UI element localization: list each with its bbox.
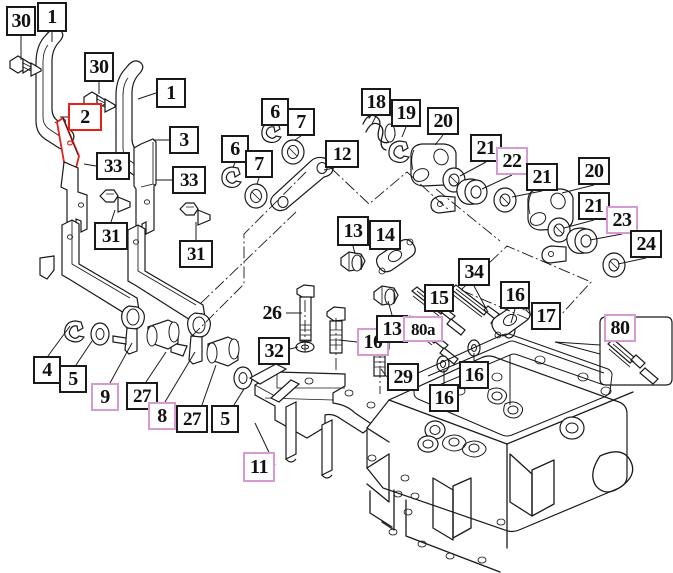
part-12-link-rod: [270, 156, 334, 212]
callout-part-16[interactable]: 16: [459, 361, 489, 389]
callout-part-80a[interactable]: 80a: [403, 316, 443, 342]
callout-part-16[interactable]: 16: [500, 281, 530, 309]
part-8-shift-fork-right: [127, 224, 211, 365]
callout-part-32[interactable]: 32: [258, 337, 290, 365]
part-2-lever-highlighted: [56, 117, 80, 169]
callout-part-23[interactable]: 23: [606, 206, 638, 234]
callout-part-18[interactable]: 18: [361, 88, 391, 116]
callout-part-31[interactable]: 31: [179, 240, 213, 268]
callout-part-7[interactable]: 7: [287, 108, 315, 136]
callout-part-33[interactable]: 33: [96, 152, 130, 180]
part-24-washer: [602, 252, 626, 278]
callout-part-13[interactable]: 13: [376, 315, 408, 343]
callout-part-30[interactable]: 30: [84, 52, 114, 82]
callout-part-7[interactable]: 7: [245, 150, 273, 178]
part-7-washer-a: [281, 139, 305, 165]
center-lines: [191, 167, 592, 394]
part-30-bolt-a: [9, 55, 42, 77]
callout-part-4[interactable]: 4: [33, 356, 61, 384]
callout-part-29[interactable]: 29: [387, 363, 419, 391]
callout-part-16[interactable]: 16: [429, 384, 459, 412]
callout-part-21[interactable]: 21: [578, 192, 610, 220]
callout-part-27[interactable]: 27: [176, 405, 208, 433]
callout-part-5[interactable]: 5: [59, 365, 87, 393]
callout-part-26[interactable]: 26: [262, 302, 283, 324]
part-26-long-bolt: [296, 284, 315, 342]
callout-part-13[interactable]: 13: [337, 216, 369, 246]
callout-part-5[interactable]: 5: [211, 405, 239, 433]
callout-part-8[interactable]: 8: [148, 402, 176, 430]
callout-part-21[interactable]: 21: [526, 163, 558, 191]
part-27-bushing-a: [146, 319, 180, 350]
callout-part-20[interactable]: 20: [427, 107, 459, 135]
part-31-bolt-a: [99, 189, 131, 213]
part-5-washer-b: [233, 366, 253, 390]
part-9-shift-fork-left: [39, 219, 145, 355]
callout-part-22[interactable]: 22: [496, 147, 528, 175]
callout-part-19[interactable]: 19: [391, 99, 421, 127]
callout-part-21[interactable]: 21: [470, 134, 502, 162]
part-11-shift-bracket: [248, 363, 376, 479]
part-13-nut-a: [340, 251, 366, 272]
part-5-washer-a: [90, 322, 110, 346]
callout-part-12[interactable]: 12: [325, 140, 359, 168]
part-19-snap-ring: [388, 140, 410, 164]
part-33-bracket-left: [60, 161, 88, 233]
part-27-bushing-b: [206, 336, 240, 367]
callout-part-11[interactable]: 11: [243, 452, 275, 482]
callout-part-1[interactable]: 1: [156, 78, 186, 108]
part-80-stud: [607, 338, 659, 385]
callout-part-34[interactable]: 34: [458, 258, 490, 286]
callout-part-31[interactable]: 31: [94, 222, 128, 250]
callout-part-15[interactable]: 15: [424, 284, 454, 312]
part-31-bolt-b: [179, 202, 211, 226]
part-4-snap-ring: [64, 320, 85, 343]
part-21-washer-b: [493, 187, 517, 213]
callout-part-14[interactable]: 14: [369, 220, 401, 250]
part-6-snap-ring-b: [221, 166, 242, 189]
part-10-bolt: [326, 306, 346, 354]
callout-part-27[interactable]: 27: [126, 382, 158, 410]
part-23-pivot-hub: [541, 227, 598, 264]
part-22-pivot-hub: [430, 178, 488, 214]
callout-part-80[interactable]: 80: [604, 314, 636, 342]
callout-part-30[interactable]: 30: [6, 6, 36, 36]
callout-part-6[interactable]: 6: [221, 135, 249, 163]
callout-part-3[interactable]: 3: [169, 126, 199, 154]
part-7-washer-b: [244, 183, 268, 209]
callout-part-20[interactable]: 20: [578, 157, 610, 185]
part-13-nut-b: [373, 285, 399, 306]
callout-part-24[interactable]: 24: [630, 230, 662, 258]
part-6-snap-ring-a: [261, 121, 282, 144]
part-3-bracket-right: [133, 138, 157, 236]
part-14-flange-plate: [375, 238, 416, 275]
callout-part-33[interactable]: 33: [172, 166, 206, 194]
callout-part-9[interactable]: 9: [91, 383, 119, 411]
callout-part-17[interactable]: 17: [531, 302, 561, 330]
callout-part-2[interactable]: 2: [68, 103, 102, 131]
callout-part-1[interactable]: 1: [37, 2, 67, 32]
callout-part-6[interactable]: 6: [261, 98, 289, 126]
part-21-washer-c: [547, 217, 571, 243]
